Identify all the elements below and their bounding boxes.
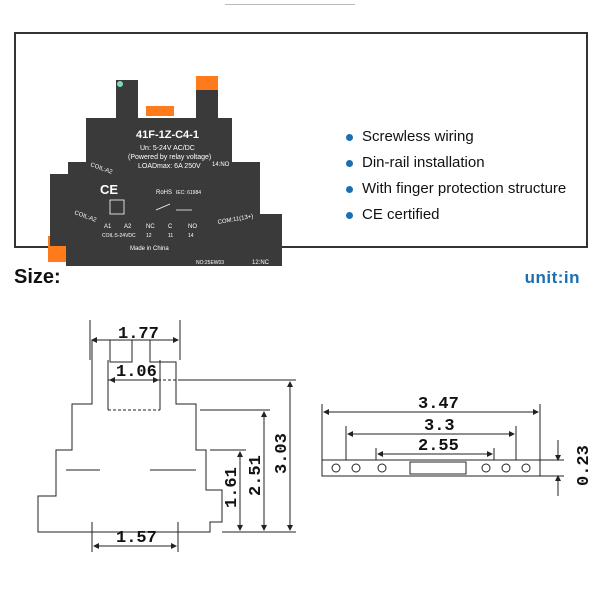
top-view-outline	[321, 459, 541, 477]
hole	[351, 463, 361, 473]
dim-overall-length: 3.47	[418, 395, 459, 414]
feature-item: Din-rail installation	[346, 152, 566, 178]
dim-height-mid: 2.51	[247, 455, 266, 496]
product-code: NO:25EW03	[196, 260, 224, 266]
iec-mark: IEC: 61984	[176, 190, 201, 196]
feature-text: Screwless wiring	[362, 128, 474, 145]
feature-item: Screwless wiring	[346, 126, 566, 152]
top-view	[321, 404, 564, 496]
side-view-inner-lines	[107, 379, 176, 411]
relay-body	[50, 80, 282, 266]
side-dimension-lines	[89, 320, 296, 552]
model-text: 41F-1Z-C4-1	[136, 129, 199, 141]
voltage-text: Un: 5-24V AC/DC	[140, 145, 195, 152]
status-led	[117, 81, 123, 87]
size-heading: Size:	[14, 266, 61, 288]
bullet-icon	[346, 160, 353, 167]
coil-note: COIL:5-24VDC	[102, 233, 136, 239]
hole	[521, 463, 531, 473]
made-in-text: Made in China	[130, 246, 169, 252]
terminal-label-c: C	[168, 224, 173, 230]
terminal-number-11: 11	[168, 233, 173, 239]
terminal-label-a1: A1	[104, 224, 112, 230]
dim-height-low: 1.61	[223, 467, 242, 508]
bullet-icon	[346, 186, 353, 193]
dim-height-total: 3.03	[273, 433, 292, 474]
bullet-icon	[346, 212, 353, 219]
feature-item: With finger protection structure	[346, 178, 566, 204]
hole	[377, 463, 387, 473]
orange-latch-top	[196, 76, 218, 94]
dimension-drawing: 1.77 1.06 1.57 3.03 2.51 1.61 3.47 3.3 2…	[37, 320, 594, 552]
no-terminal-label: 14:NO	[212, 162, 230, 168]
terminal-label-a2: A2	[124, 224, 132, 230]
dim-mid-length: 3.3	[424, 417, 455, 436]
orange-release-tab	[146, 106, 174, 116]
terminal-label-no: NO	[188, 224, 197, 230]
dim-inner-length: 2.55	[418, 437, 459, 456]
contact-schematic	[155, 203, 192, 211]
hole	[481, 463, 491, 473]
dim-bottom-width: 1.57	[116, 529, 157, 548]
dim-inner-width: 1.06	[116, 363, 157, 382]
cropped-header-edge	[225, 0, 355, 5]
relay-product-image: 41F-1Z-C4-1 Un: 5-24V AC/DC (Powered by …	[48, 76, 282, 266]
feature-item: CE certified	[346, 204, 566, 230]
hole	[331, 463, 341, 473]
feature-text: CE certified	[362, 206, 440, 223]
terminal-label-nc: NC	[146, 224, 155, 230]
ce-mark: CE	[100, 182, 118, 197]
powered-note-text: (Powered by relay voltage)	[128, 154, 211, 161]
top-view-center-slot	[409, 461, 467, 475]
feature-text: Din-rail installation	[362, 154, 485, 171]
dim-thickness: 0.23	[575, 445, 594, 486]
rohs-mark: RoHS	[156, 190, 172, 196]
feature-text: With finger protection structure	[362, 180, 567, 197]
load-text: LOADmax: 6A 250V	[138, 163, 201, 170]
product-panel: 41F-1Z-C4-1 Un: 5-24V AC/DC (Powered by …	[14, 32, 588, 266]
dim-top-width: 1.77	[118, 325, 159, 344]
terminal-number-14: 14	[188, 233, 194, 239]
coil-schematic	[109, 199, 125, 215]
unit-label: unit:in	[524, 268, 580, 287]
feature-list: Screwless wiring Din-rail installation W…	[346, 126, 566, 230]
terminal-number-12: 12	[146, 233, 152, 239]
nc-terminal-label: 12:NC	[252, 260, 270, 266]
hole	[501, 463, 511, 473]
bullet-icon	[346, 134, 353, 141]
side-view-outline	[37, 339, 223, 533]
